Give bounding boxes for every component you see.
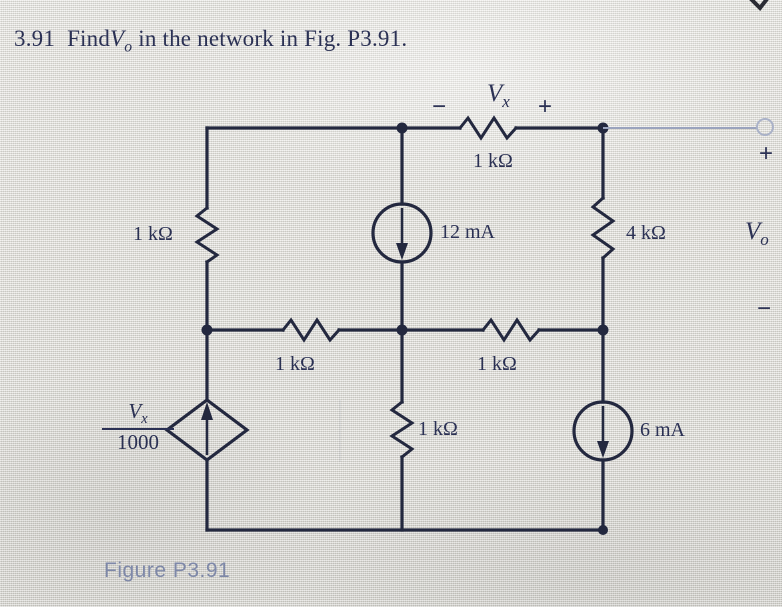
vx-minus-sign: − — [432, 93, 447, 120]
fraction-bar — [102, 428, 174, 431]
problem-quantity-subscript: o — [124, 38, 133, 56]
resistor-midright-label: 1 kΩ — [477, 353, 517, 375]
resistor-left-label: 1 kΩ — [133, 223, 173, 245]
resistor-top-label: 1 kΩ — [473, 150, 513, 172]
problem-number: 3.91 — [14, 26, 56, 51]
resistor-midleft-label: 1 kΩ — [275, 353, 315, 375]
resistor-center-vertical-label: 1 kΩ — [418, 418, 458, 440]
node-dot-top-mid — [396, 122, 408, 134]
problem-quantity: V — [110, 26, 125, 51]
vx-plus-sign: + — [538, 93, 553, 120]
arrow-6ma-head — [597, 441, 609, 458]
resistor-right-4k-zigzag — [590, 195, 616, 261]
resistor-top-1k-zigzag — [457, 115, 519, 141]
resistor-left-1k-zigzag — [194, 205, 220, 265]
arrow-dep-head — [201, 402, 213, 420]
source-6ma-label: 6 mA — [640, 419, 685, 441]
problem-text-after: in the network in Fig. P3.91. — [138, 26, 408, 51]
node-dot-mid-left — [201, 324, 213, 336]
vo-minus-sign: − — [757, 295, 772, 322]
dependent-source-numerator: Vx — [128, 399, 148, 428]
resistor-right-4k-label: 4 kΩ — [626, 222, 666, 244]
dependent-source-diamond — [164, 398, 250, 462]
arrow-12ma-head — [396, 243, 408, 260]
figure-caption: Figure P3.91 — [104, 559, 231, 582]
source-12ma-label: 12 mA — [440, 221, 495, 243]
dependent-source-label: Vx 1000 — [102, 400, 174, 453]
node-dot-bottom-right — [598, 525, 608, 535]
resistor-midright-1k-zigzag — [480, 317, 542, 343]
vo-output-label: Vo — [745, 218, 769, 249]
current-source-6ma-circle — [572, 400, 634, 462]
dependent-source-denominator: 1000 — [117, 430, 159, 455]
node-dot-mid-center — [396, 324, 408, 336]
node-dot-mid-right — [597, 324, 609, 336]
problem-text-before: Find — [67, 26, 111, 51]
vo-plus-sign: + — [759, 140, 774, 167]
problem-statement: 3.91 FindVo in the network in Fig. P3.91. — [14, 26, 407, 57]
resistor-center-1k-zigzag — [389, 399, 415, 460]
vx-voltage-label: Vx — [487, 80, 510, 111]
output-terminal-open-circle — [756, 118, 774, 136]
resistor-midleft-1k-zigzag — [280, 317, 342, 343]
current-source-12ma-circle — [371, 202, 433, 264]
